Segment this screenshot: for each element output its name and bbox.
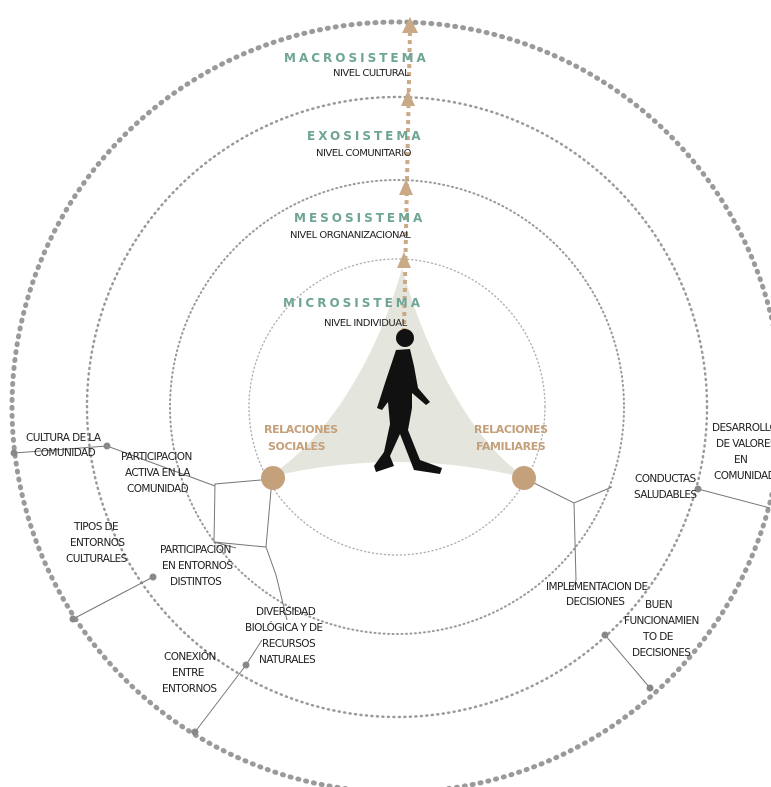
dot (646, 684, 654, 692)
arrow-head-meso (399, 179, 413, 195)
mesosistema-title: MESOSISTEMA (294, 211, 425, 225)
connector-cultura (13, 445, 108, 454)
node-relaciones-familiares (512, 466, 536, 490)
growth-arrow (397, 17, 418, 333)
microsistema-subtitle: NIVEL INDIVIDUAL (324, 318, 408, 329)
connector-tree-right (523, 477, 613, 591)
label-participacion-activa-3: COMUNIDAD (127, 483, 189, 495)
arrow-shaft (402, 29, 412, 333)
label-conexion-2: ENTRE (172, 667, 204, 679)
relaciones-familiares-line-2: FAMILIARES (476, 440, 546, 453)
relaciones-familiares-line-1: RELACIONES (474, 423, 548, 436)
label-conductas-1: CONDUCTAS (635, 473, 697, 485)
label-desarrollo-2: DE VALORES (716, 438, 771, 450)
level-labels: MACROSISTEMA NIVEL CULTURAL EXOSISTEMA N… (283, 51, 429, 329)
label-cultura-2: COMUNIDAD (34, 447, 96, 459)
label-participacion-entornos-3: DISTINTOS (170, 576, 222, 588)
exosistema-title: EXOSISTEMA (307, 129, 424, 143)
label-conexion-3: ENTORNOS (162, 683, 217, 695)
label-participacion-entornos-1: PARTICIPACION (160, 544, 231, 556)
connector-participacion-activa (106, 445, 216, 487)
label-buen-3: TO DE (642, 631, 673, 643)
left-labels: CULTURA DE LA COMUNIDAD PARTICIPACION AC… (26, 432, 323, 695)
dot (191, 728, 199, 736)
label-buen-2: FUNCIONAMIEN (624, 615, 699, 627)
dot (242, 661, 250, 669)
connector-tree-left (213, 478, 288, 666)
microsystem-ring (248, 258, 546, 556)
dot (103, 442, 111, 450)
mesosystem-ring (169, 179, 625, 635)
connector-buen (604, 634, 651, 689)
label-participacion-entornos-2: EN ENTORNOS (162, 560, 233, 572)
label-tipos-2: ENTORNOS (70, 537, 125, 549)
label-participacion-activa-1: PARTICIPACION (121, 451, 192, 463)
macrosistema-subtitle: NIVEL CULTURAL (333, 68, 410, 79)
label-diversidad-2: BIOLÓGICA Y DE (245, 621, 322, 634)
relaciones-sociales-line-1: RELACIONES (264, 423, 338, 436)
arrow-head-micro (397, 252, 411, 268)
label-diversidad-3: RECURSOS (262, 638, 316, 650)
label-desarrollo-1: DESARROLLO (712, 422, 771, 434)
label-diversidad-4: NATURALES (259, 654, 316, 666)
node-relaciones-sociales (261, 466, 285, 490)
label-participacion-activa-2: ACTIVA EN LA (125, 467, 191, 479)
relaciones-sociales-line-2: SOCIALES (268, 440, 326, 453)
dot (694, 485, 702, 493)
label-diversidad-1: DIVERSIDAD (256, 606, 316, 618)
macrosystem-ring (9, 19, 771, 787)
connector-tipos (72, 576, 154, 620)
exosistema-subtitle: NIVEL COMUNITARIO (316, 148, 412, 159)
connector-dots (10, 442, 702, 736)
macrosistema-title: MACROSISTEMA (284, 51, 429, 65)
connector-desarrollo (697, 488, 771, 509)
right-labels: DESARROLLO DE VALORES EN COMUNIDAD CONDU… (546, 422, 771, 659)
label-cultura-1: CULTURA DE LA (26, 432, 102, 444)
label-implementacion-1: IMPLEMENTACION DE (546, 581, 648, 593)
label-buen-1: BUEN (645, 599, 672, 611)
mesosistema-subtitle: NIVEL ORGNANIZACIONAL (290, 230, 411, 241)
label-conexion-1: CONEXIÓN (164, 650, 216, 663)
label-conductas-2: SALUDABLES (634, 489, 697, 501)
label-desarrollo-3: EN (734, 454, 747, 466)
label-implementacion-2: DECISIONES (566, 596, 625, 608)
dot (69, 615, 77, 623)
exosystem-ring (85, 95, 709, 719)
label-tipos-3: CULTURALES (66, 553, 128, 565)
microsistema-title: MICROSISTEMA (283, 296, 423, 310)
dot (10, 449, 18, 457)
dot (601, 631, 609, 639)
connector-conexion (194, 664, 247, 733)
connector-lines (13, 445, 771, 733)
system-rings (9, 19, 771, 787)
arrow-head-exo (401, 90, 415, 106)
node-labels: RELACIONES SOCIALES RELACIONES FAMILIARE… (264, 423, 549, 453)
label-desarrollo-4: COMUNIDAD (714, 470, 771, 482)
dot (149, 573, 157, 581)
label-buen-4: DECISIONES (632, 647, 691, 659)
arrow-head-macro (402, 17, 418, 33)
label-tipos-1: TIPOS DE (73, 521, 118, 533)
walking-person-icon (374, 329, 442, 474)
